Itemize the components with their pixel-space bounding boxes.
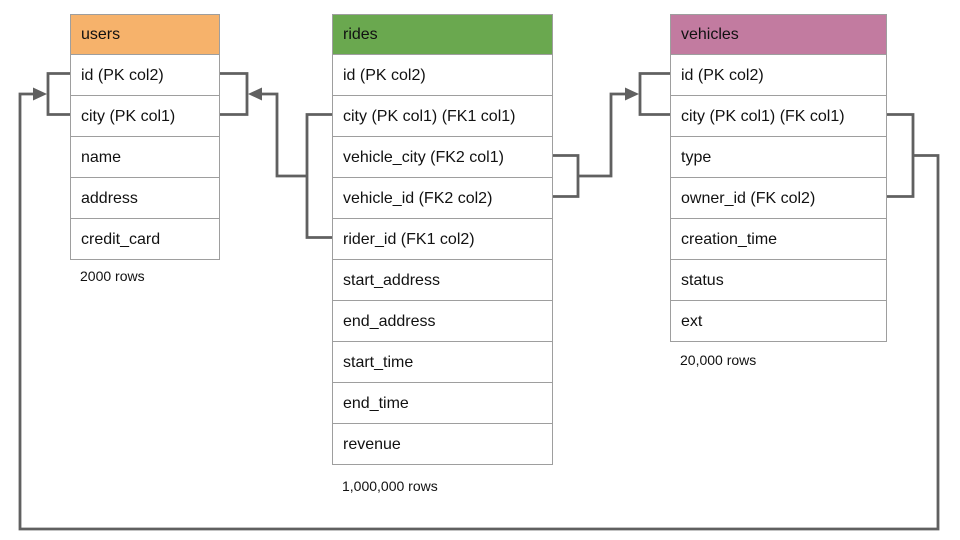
vehicles-col-status: status xyxy=(671,259,886,300)
fk-loop-connector-line xyxy=(18,92,940,531)
users-col-name: name xyxy=(71,136,219,177)
fk1-rides-bracket-line xyxy=(305,113,332,239)
table-users: users id (PK col2) city (PK col1) name a… xyxy=(70,14,220,260)
rides-col-start-address: start_address xyxy=(333,259,552,300)
rides-row-count: 1,000,000 rows xyxy=(342,478,438,494)
fk2-vehicles-bracket-line xyxy=(638,72,670,116)
users-col-city: city (PK col1) xyxy=(71,95,219,136)
vehicles-col-type: type xyxy=(671,136,886,177)
fk1-arrowhead-icon xyxy=(248,87,262,101)
users-col-address: address xyxy=(71,177,219,218)
fk2-arrowhead-icon xyxy=(625,87,639,101)
table-vehicles-title: vehicles xyxy=(681,26,739,43)
fk1-connector-line xyxy=(259,92,307,178)
table-rides-header: rides xyxy=(333,15,552,54)
rides-col-revenue: revenue xyxy=(333,423,552,464)
rides-col-vehicle-id: vehicle_id (FK2 col2) xyxy=(333,177,552,218)
fk2-rides-bracket-line xyxy=(553,154,580,198)
table-users-title: users xyxy=(81,26,121,43)
table-rides: rides id (PK col2) city (PK col1) (FK1 c… xyxy=(332,14,553,465)
rides-col-rider-id: rider_id (FK1 col2) xyxy=(333,218,552,259)
fk-users-bracket-line xyxy=(46,72,70,116)
vehicles-col-city: city (PK col1) (FK col1) xyxy=(671,95,886,136)
vehicles-col-id: id (PK col2) xyxy=(671,54,886,95)
users-col-id: id (PK col2) xyxy=(71,54,219,95)
vehicles-col-ext: ext xyxy=(671,300,886,341)
rides-col-start-time: start_time xyxy=(333,341,552,382)
rides-col-city: city (PK col1) (FK1 col1) xyxy=(333,95,552,136)
vehicles-col-creation-time: creation_time xyxy=(671,218,886,259)
fk-vehicles-bracket-line xyxy=(887,113,915,198)
users-col-credit-card: credit_card xyxy=(71,218,219,259)
rides-col-end-address: end_address xyxy=(333,300,552,341)
users-row-count: 2000 rows xyxy=(80,268,145,284)
fk-loop-arrowhead-icon xyxy=(33,87,47,101)
table-rides-title: rides xyxy=(343,26,378,43)
vehicles-row-count: 20,000 rows xyxy=(680,352,757,368)
table-vehicles: vehicles id (PK col2) city (PK col1) (FK… xyxy=(670,14,887,342)
vehicles-col-owner-id: owner_id (FK col2) xyxy=(671,177,886,218)
rides-col-id: id (PK col2) xyxy=(333,54,552,95)
table-vehicles-header: vehicles xyxy=(671,15,886,54)
table-users-header: users xyxy=(71,15,219,54)
fk2-connector-line xyxy=(578,92,628,178)
rides-col-vehicle-city: vehicle_city (FK2 col1) xyxy=(333,136,552,177)
fk1-users-bracket-line xyxy=(220,72,249,116)
rides-col-end-time: end_time xyxy=(333,382,552,423)
